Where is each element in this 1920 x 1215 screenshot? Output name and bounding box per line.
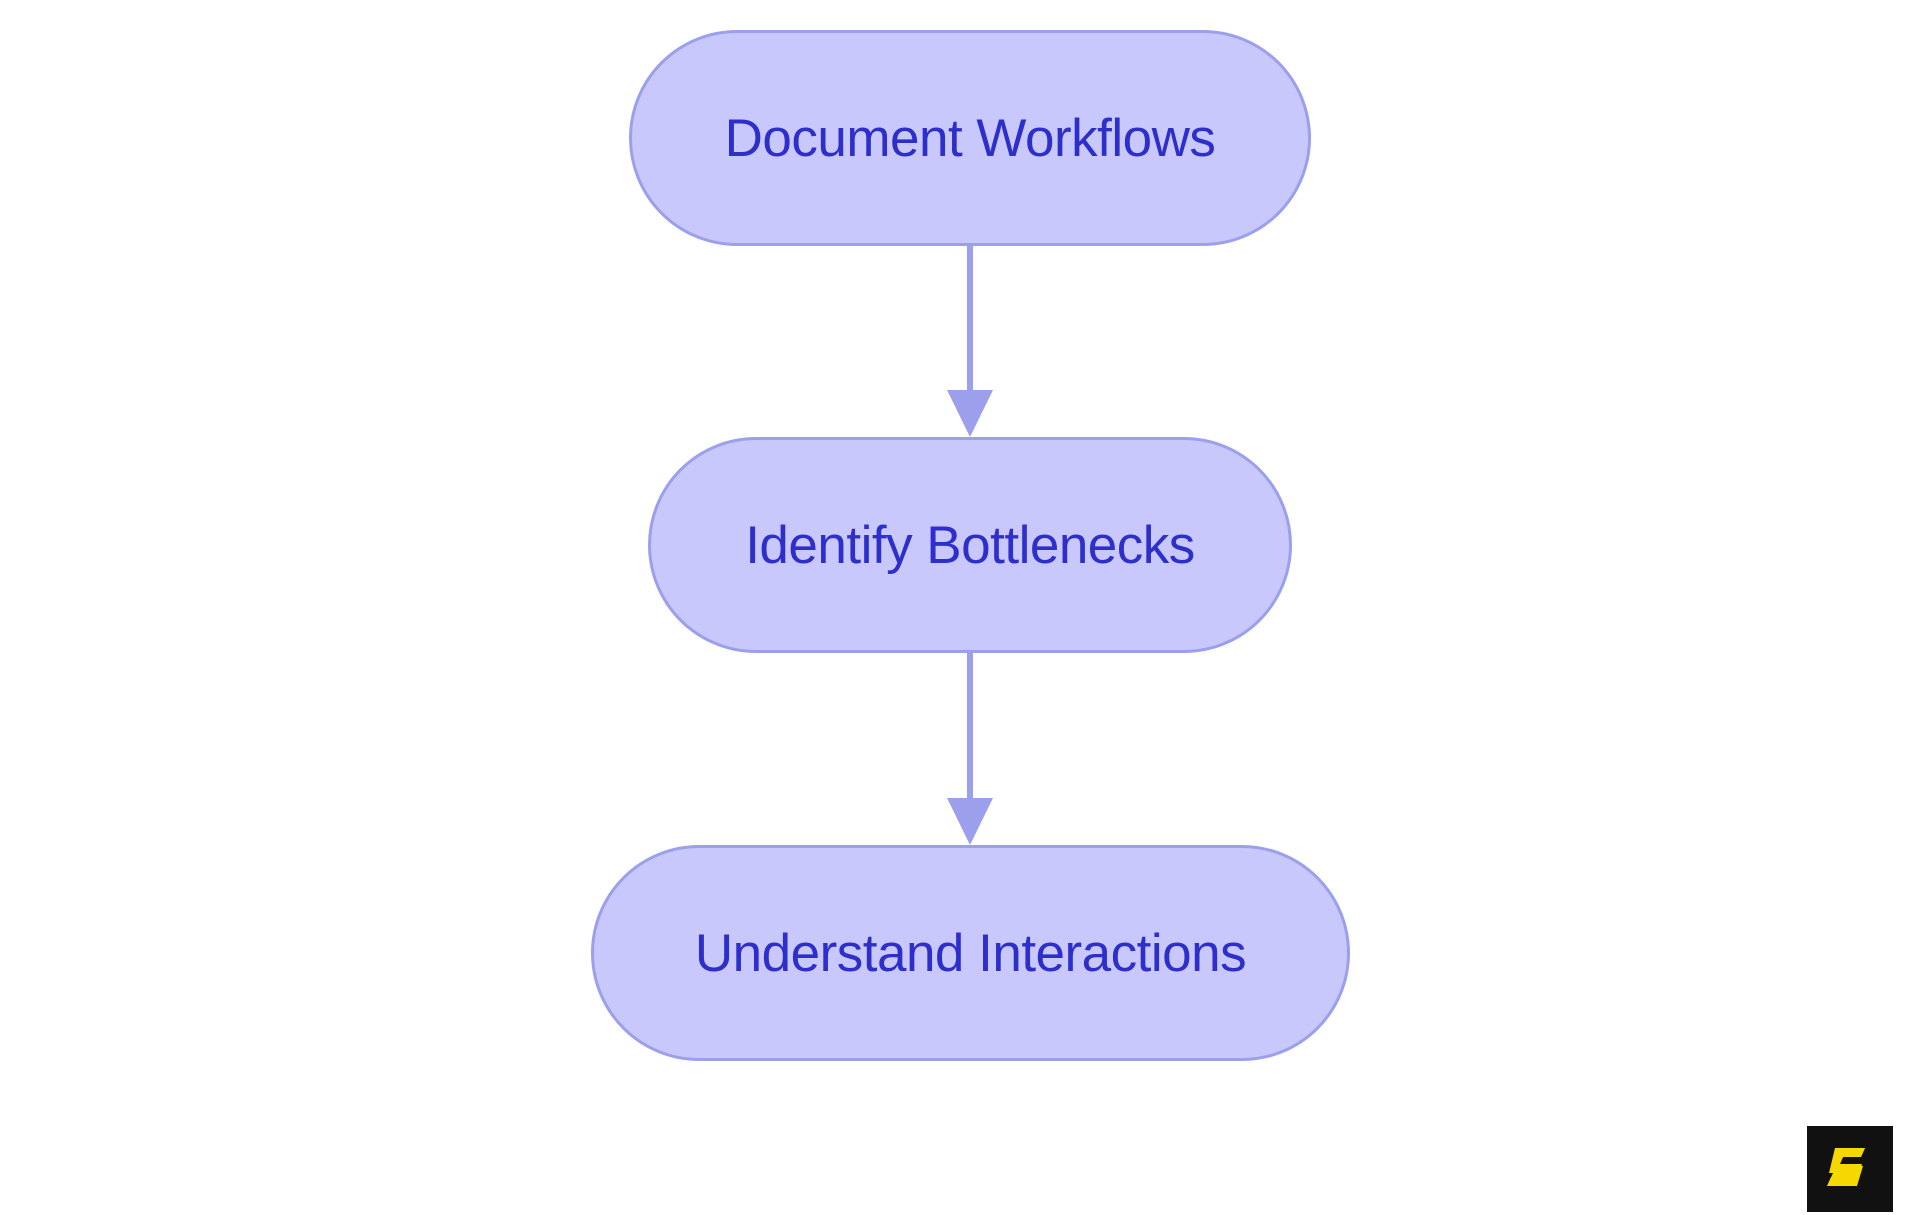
s-logo-icon xyxy=(1807,1126,1893,1212)
arrow-node-2-to-node-3 xyxy=(947,653,993,845)
arrow-node-1-to-node-2 xyxy=(947,246,993,437)
node-document-workflows: Document Workflows xyxy=(629,30,1311,246)
node-understand-interactions: Understand Interactions xyxy=(591,845,1350,1061)
arrowhead-icon xyxy=(947,390,993,437)
node-label: Document Workflows xyxy=(724,108,1216,168)
arrowhead-icon xyxy=(947,798,993,845)
node-label: Understand Interactions xyxy=(694,923,1247,983)
node-label: Identify Bottlenecks xyxy=(745,515,1195,575)
node-identify-bottlenecks: Identify Bottlenecks xyxy=(648,437,1292,653)
s-logo-mark xyxy=(1827,1148,1865,1186)
